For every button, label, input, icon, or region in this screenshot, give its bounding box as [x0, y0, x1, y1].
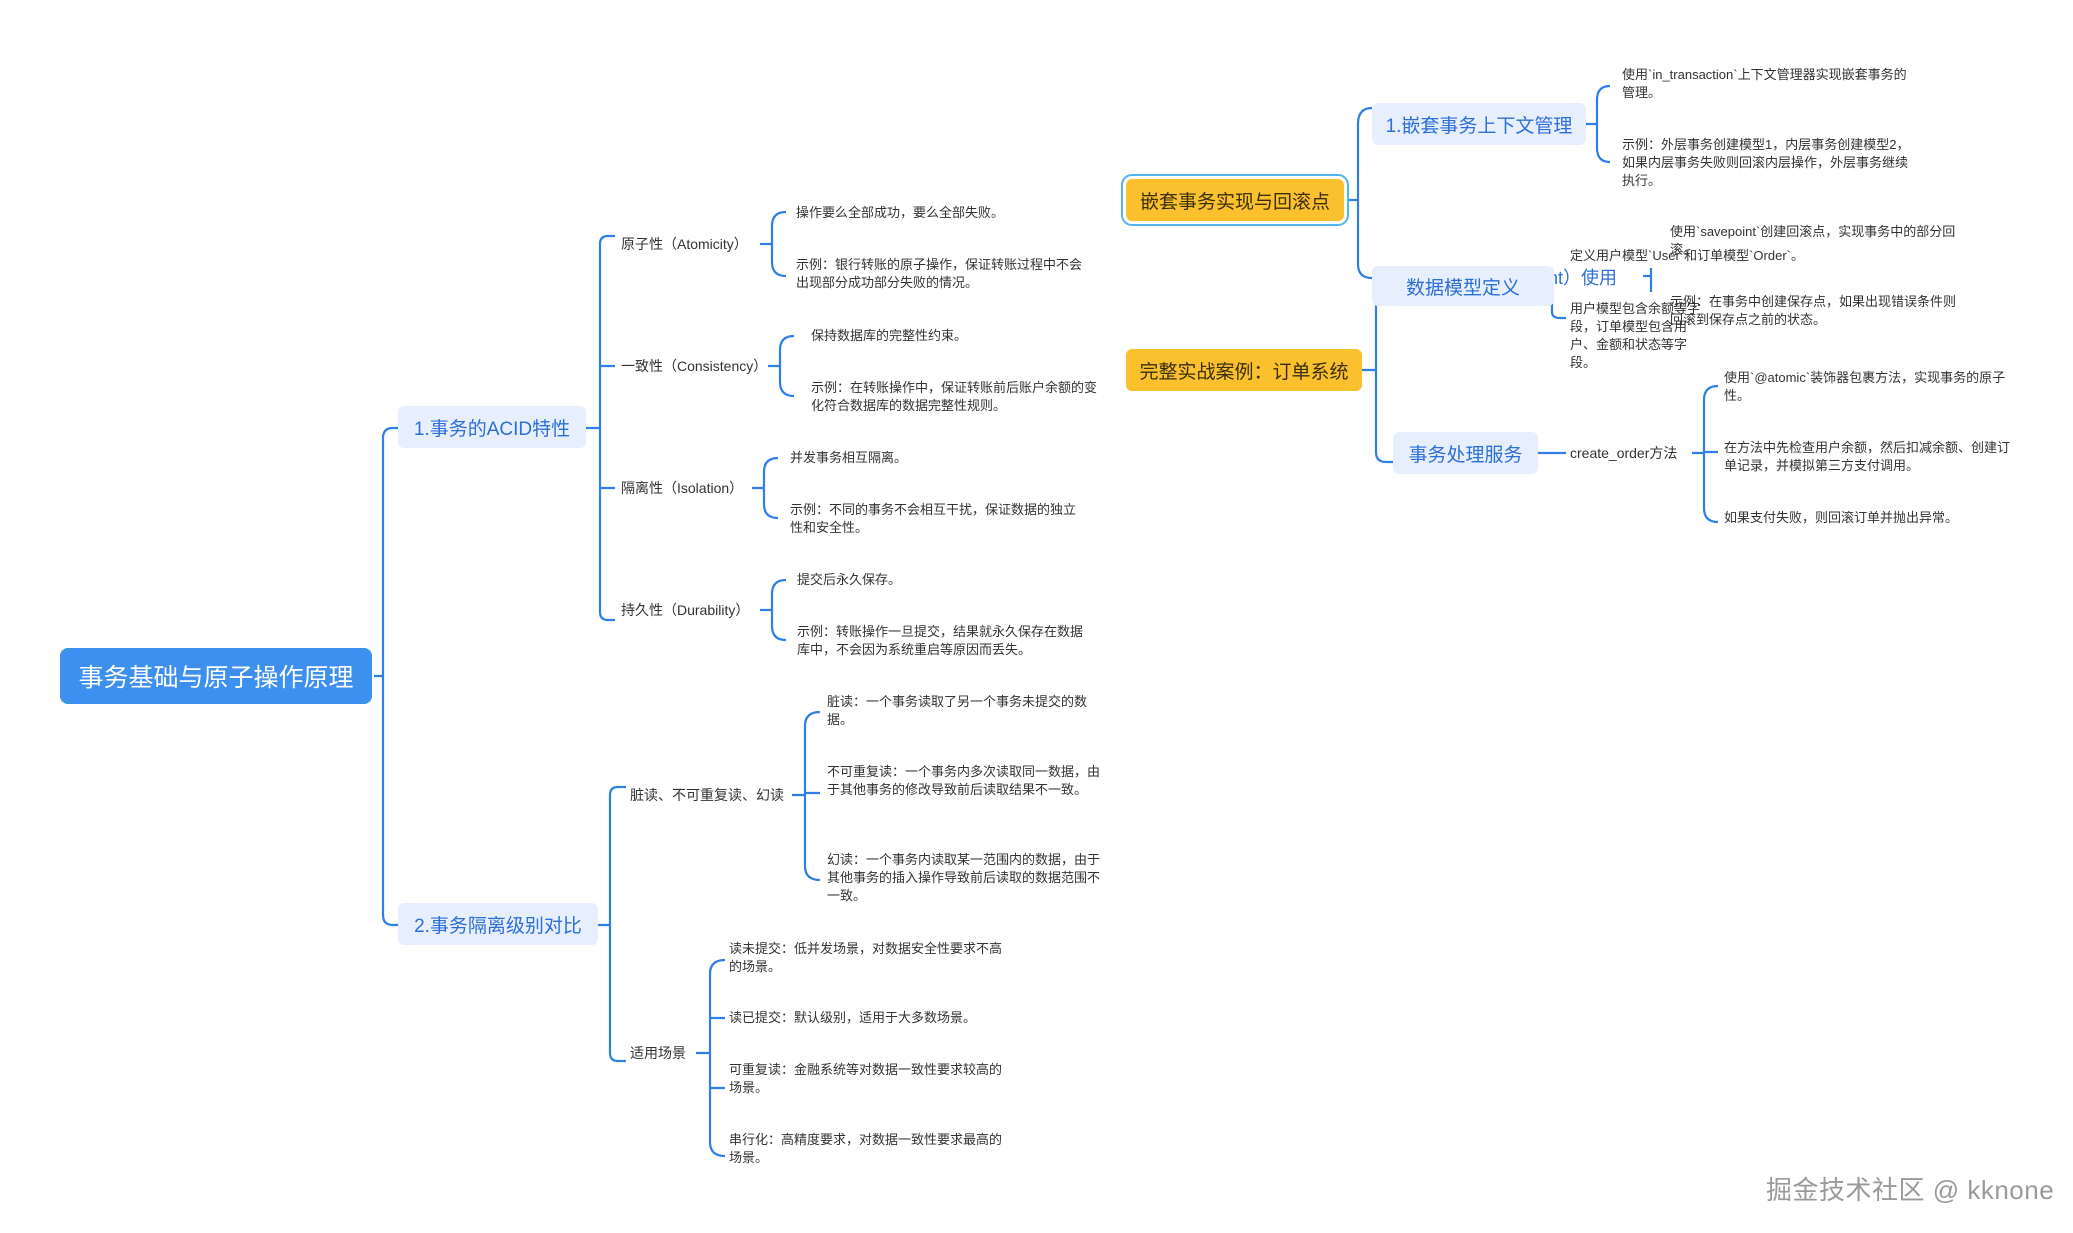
link-service	[1538, 384, 1719, 524]
link-atomicity	[760, 210, 787, 278]
subtopic-savepoint-partial-label: oint）使用	[1534, 268, 1618, 288]
subtopic-isolation[interactable]: 隔离性（Isolation）	[621, 479, 743, 497]
subtopic-context-management[interactable]: 1.嵌套事务上下文管理	[1372, 103, 1586, 145]
link-scenarios	[696, 958, 726, 1158]
leaf-nonrepeatable-read[interactable]: 不可重复读：一个事务内多次读取同一数据，由于其他事务的修改导致前后读取结果不一致…	[827, 763, 1109, 799]
subtopic-scenarios-label: 适用场景	[630, 1045, 686, 1061]
link-nested-trunk	[1348, 106, 1373, 280]
subtopic-isolation-label: 隔离性（Isolation）	[621, 480, 744, 496]
leaf-durability-definition-text: 提交后永久保存。	[797, 572, 902, 587]
leaf-atomicity-definition-text: 操作要么全部成功，要么全部失败。	[796, 205, 1005, 220]
watermark-text: 掘金技术社区 @ kknone	[1766, 1175, 2055, 1205]
method-create-order-label: create_order方法	[1570, 445, 1678, 461]
leaf-context-usage[interactable]: 使用`in_transaction`上下文管理器实现嵌套事务的管理。	[1622, 66, 1912, 102]
link-context	[1586, 84, 1611, 164]
leaf-consistency-definition[interactable]: 保持数据库的完整性约束。	[811, 327, 1111, 345]
subtopic-data-model[interactable]: 数据模型定义	[1372, 266, 1554, 306]
leaf-order-flow[interactable]: 在方法中先检查用户余额，然后扣减余额、创建订单记录，并模拟第三方支付调用。	[1724, 439, 2014, 475]
leaf-savepoint-example[interactable]: 示例：在事务中创建保存点，如果出现错误条件则回滚到保存点之前的状态。	[1670, 293, 1960, 329]
root-topic-label: 事务基础与原子操作原理	[78, 664, 354, 692]
subtopic-transaction-service[interactable]: 事务处理服务	[1393, 432, 1538, 474]
subtopic-savepoint-partial[interactable]: oint）使用	[1534, 264, 1617, 290]
leaf-payment-failure-text: 如果支付失败，则回滚订单并抛出异常。	[1724, 510, 1959, 525]
leaf-atomicity-example-text: 示例：银行转账的原子操作，保证转账过程中不会出现部分成功部分失败的情况。	[796, 257, 1083, 290]
topic-acid-label: 1.事务的ACID特性	[413, 418, 571, 440]
link-savepoint	[1643, 268, 1653, 292]
leaf-atomicity-example[interactable]: 示例：银行转账的原子操作，保证转账过程中不会出现部分成功部分失败的情况。	[796, 256, 1090, 292]
leaf-isolation-definition-text: 并发事务相互隔离。	[790, 450, 908, 465]
leaf-atomic-decorator[interactable]: 使用`@atomic`装饰器包裹方法，实现事务的原子性。	[1724, 369, 2014, 405]
leaf-isolation-example[interactable]: 示例：不同的事务不会相互干扰，保证数据的独立性和安全性。	[790, 501, 1084, 537]
method-create-order[interactable]: create_order方法	[1570, 444, 1677, 462]
leaf-data-model-definition-text: 定义用户模型`User`和订单模型`Order`。	[1570, 248, 1804, 263]
leaf-serializable[interactable]: 串行化：高精度要求，对数据一致性要求最高的场景。	[729, 1131, 1011, 1167]
leaf-payment-failure[interactable]: 如果支付失败，则回滚订单并抛出异常。	[1724, 509, 2014, 527]
leaf-read-committed[interactable]: 读已提交：默认级别，适用于大多数场景。	[729, 1009, 1029, 1027]
leaf-data-model-definition[interactable]: 定义用户模型`User`和订单模型`Order`。	[1570, 247, 1870, 265]
leaf-durability-example[interactable]: 示例：转账操作一旦提交，结果就永久保存在数据库中，不会因为系统重启等原因而丢失。	[797, 623, 1091, 659]
subtopic-context-management-label: 1.嵌套事务上下文管理	[1385, 115, 1573, 137]
link-anomalies	[792, 710, 821, 882]
leaf-order-flow-text: 在方法中先检查用户余额，然后扣减余额、创建订单记录，并模拟第三方支付调用。	[1724, 440, 2011, 473]
leaf-phantom-read-text: 幻读：一个事务内读取某一范围内的数据，由于其他事务的插入操作导致前后读取的数据范…	[827, 852, 1101, 903]
leaf-consistency-definition-text: 保持数据库的完整性约束。	[811, 328, 968, 343]
leaf-consistency-example[interactable]: 示例：在转账操作中，保证转账前后账户余额的变化符合数据库的数据完整性规则。	[811, 379, 1105, 415]
leaf-context-example[interactable]: 示例：外层事务创建模型1，内层事务创建模型2，如果内层事务失败则回滚内层操作，外…	[1622, 136, 1912, 190]
leaf-durability-definition[interactable]: 提交后永久保存。	[797, 571, 1097, 589]
subtopic-durability-label: 持久性（Durability）	[621, 602, 750, 618]
subtopic-consistency-label: 一致性（Consistency）	[621, 358, 768, 374]
topic-nested-transactions[interactable]: 嵌套事务实现与回滚点	[1121, 174, 1349, 226]
leaf-data-model-fields[interactable]: 用户模型包含余额等字段，订单模型包含用户、金额和状态等字段。	[1570, 300, 1706, 372]
topic-isolation-levels-label: 2.事务隔离级别对比	[414, 915, 582, 937]
topic-order-case-label: 完整实战案例：订单系统	[1139, 361, 1349, 383]
subtopic-anomalies[interactable]: 脏读、不可重复读、幻读	[630, 786, 784, 804]
leaf-dirty-read[interactable]: 脏读：一个事务读取了另一个事务未提交的数据。	[827, 693, 1109, 729]
watermark: 掘金技术社区 @ kknone	[1766, 1170, 2054, 1207]
leaf-data-model-fields-text: 用户模型包含余额等字段，订单模型包含用户、金额和状态等字段。	[1570, 301, 1701, 370]
leaf-read-uncommitted[interactable]: 读未提交：低并发场景，对数据安全性要求不高的场景。	[729, 940, 1011, 976]
leaf-context-usage-text: 使用`in_transaction`上下文管理器实现嵌套事务的管理。	[1622, 67, 1907, 100]
leaf-atomic-decorator-text: 使用`@atomic`装饰器包裹方法，实现事务的原子性。	[1724, 370, 2006, 403]
leaf-savepoint-usage-text: 使用`savepoint`创建回滚点，实现事务中的部分回滚。	[1670, 224, 1956, 257]
link-consistency	[768, 334, 795, 398]
link-datamodel-leaf	[1550, 300, 1566, 320]
link-case-trunk	[1362, 284, 1393, 464]
leaf-phantom-read[interactable]: 幻读：一个事务内读取某一范围内的数据，由于其他事务的插入操作导致前后读取的数据范…	[827, 851, 1109, 905]
topic-order-case[interactable]: 完整实战案例：订单系统	[1126, 349, 1362, 391]
topic-acid[interactable]: 1.事务的ACID特性	[398, 406, 586, 448]
leaf-consistency-example-text: 示例：在转账操作中，保证转账前后账户余额的变化符合数据库的数据完整性规则。	[811, 380, 1098, 413]
link-root-trunk	[374, 426, 398, 927]
leaf-savepoint-example-text: 示例：在事务中创建保存点，如果出现错误条件则回滚到保存点之前的状态。	[1670, 294, 1957, 327]
leaf-isolation-definition[interactable]: 并发事务相互隔离。	[790, 449, 1090, 467]
leaf-read-committed-text: 读已提交：默认级别，适用于大多数场景。	[729, 1010, 977, 1025]
leaf-read-uncommitted-text: 读未提交：低并发场景，对数据安全性要求不高的场景。	[729, 941, 1003, 974]
subtopic-transaction-service-label: 事务处理服务	[1408, 444, 1523, 466]
link-durability	[760, 578, 787, 642]
leaf-atomicity-definition[interactable]: 操作要么全部成功，要么全部失败。	[796, 204, 1096, 222]
subtopic-scenarios[interactable]: 适用场景	[630, 1044, 686, 1062]
leaf-savepoint-usage[interactable]: 使用`savepoint`创建回滚点，实现事务中的部分回滚。	[1670, 223, 1960, 259]
leaf-context-example-text: 示例：外层事务创建模型1，内层事务创建模型2，如果内层事务失败则回滚内层操作，外…	[1622, 137, 1910, 188]
link-acid-trunk	[586, 234, 615, 622]
subtopic-atomicity[interactable]: 原子性（Atomicity）	[621, 235, 748, 253]
subtopic-atomicity-label: 原子性（Atomicity）	[621, 236, 748, 252]
subtopic-data-model-label: 数据模型定义	[1405, 277, 1520, 299]
leaf-repeatable-read-text: 可重复读：金融系统等对数据一致性要求较高的场景。	[729, 1062, 1003, 1095]
leaf-nonrepeatable-read-text: 不可重复读：一个事务内多次读取同一数据，由于其他事务的修改导致前后读取结果不一致…	[827, 764, 1101, 797]
topic-nested-transactions-label: 嵌套事务实现与回滚点	[1139, 191, 1330, 213]
subtopic-consistency[interactable]: 一致性（Consistency）	[621, 357, 767, 375]
leaf-dirty-read-text: 脏读：一个事务读取了另一个事务未提交的数据。	[827, 694, 1088, 727]
link-iso-trunk	[598, 785, 626, 1063]
root-topic[interactable]: 事务基础与原子操作原理	[60, 648, 372, 704]
link-isolation	[752, 456, 779, 520]
leaf-isolation-example-text: 示例：不同的事务不会相互干扰，保证数据的独立性和安全性。	[790, 502, 1077, 535]
leaf-repeatable-read[interactable]: 可重复读：金融系统等对数据一致性要求较高的场景。	[729, 1061, 1011, 1097]
leaf-durability-example-text: 示例：转账操作一旦提交，结果就永久保存在数据库中，不会因为系统重启等原因而丢失。	[797, 624, 1084, 657]
topic-isolation-levels[interactable]: 2.事务隔离级别对比	[398, 903, 598, 945]
subtopic-durability[interactable]: 持久性（Durability）	[621, 601, 749, 619]
subtopic-anomalies-label: 脏读、不可重复读、幻读	[630, 787, 784, 803]
leaf-serializable-text: 串行化：高精度要求，对数据一致性要求最高的场景。	[729, 1132, 1003, 1165]
